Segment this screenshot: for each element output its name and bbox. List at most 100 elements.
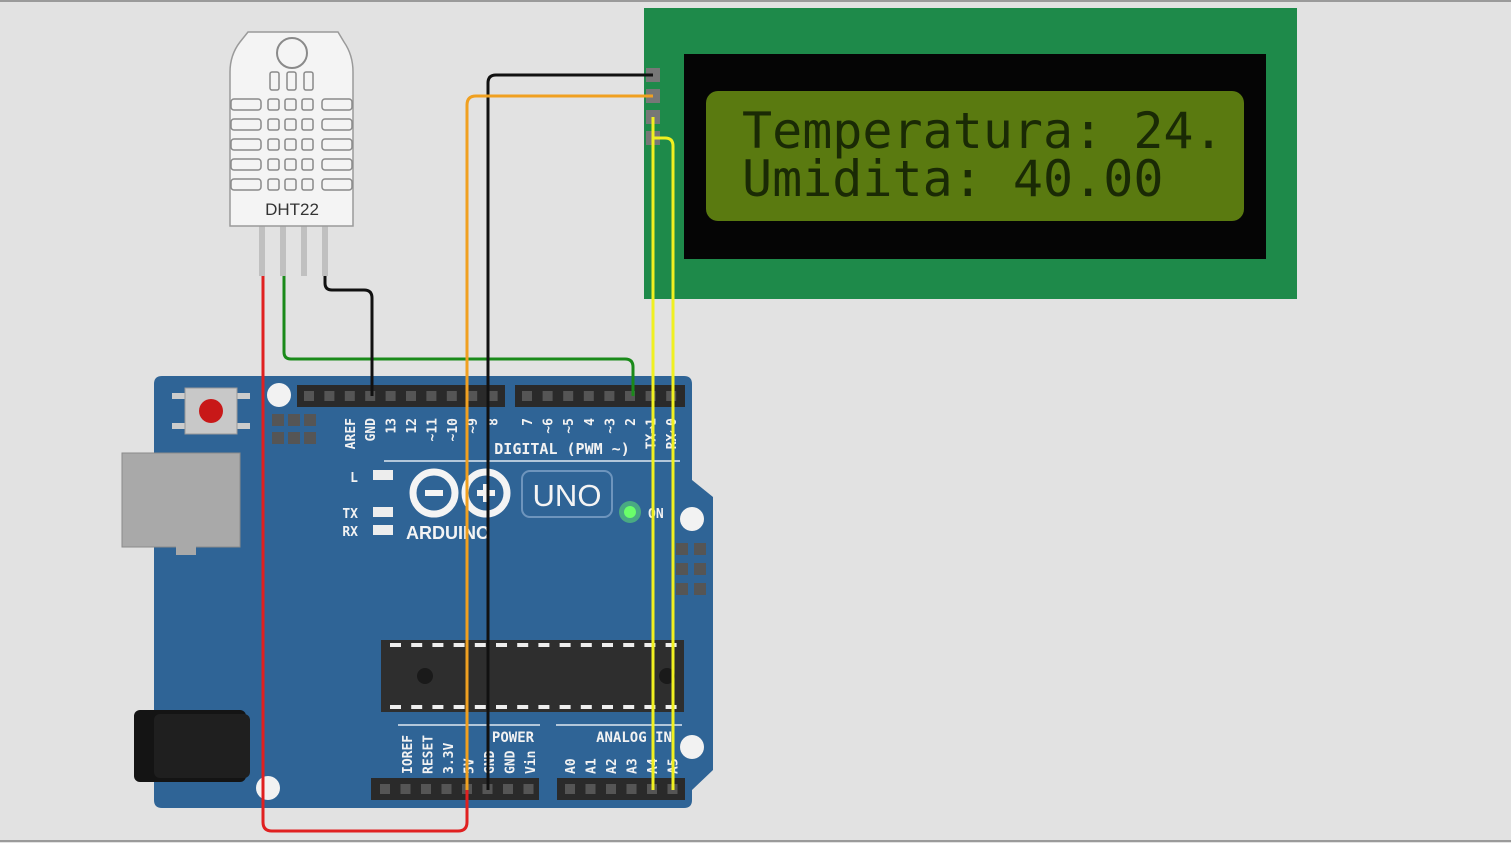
digital-header-right <box>515 385 685 407</box>
power-pin-hole[interactable] <box>400 784 411 794</box>
digital-pin-hole[interactable] <box>467 391 478 401</box>
analog-header[interactable] <box>557 778 685 800</box>
digital-pin-hole[interactable] <box>446 391 457 401</box>
digital-pin-label: 13 <box>385 418 400 434</box>
wire-dht-gnd-to-gnd[interactable] <box>323 276 374 396</box>
icsp-pin <box>694 583 706 595</box>
wire-lcd-vcc-to-5v[interactable] <box>465 94 653 790</box>
digital-pin-hole[interactable] <box>542 391 553 401</box>
dc-power-jack[interactable] <box>134 710 250 782</box>
digital-pin-label: ~5 <box>562 418 577 434</box>
grille-slot <box>230 118 262 131</box>
digital-header[interactable] <box>297 385 685 407</box>
mounting-hole <box>680 735 704 759</box>
chip-leg <box>411 643 423 647</box>
dht22-mount-hole <box>276 37 308 69</box>
grille-slot <box>230 98 262 111</box>
wire-dht-data-to-pin2[interactable] <box>282 276 635 396</box>
power-pin-label: GND <box>483 750 498 774</box>
digital-pin-hole[interactable] <box>304 391 314 401</box>
dht22-pin-vcc[interactable] <box>259 226 265 276</box>
digital-pin-hole[interactable] <box>645 391 656 401</box>
chip-leg <box>474 643 486 647</box>
power-pin-hole[interactable] <box>523 784 534 794</box>
reset-button[interactable] <box>172 387 250 435</box>
minus-icon <box>425 490 443 496</box>
arduino-brand-label: ARDUINO <box>406 523 490 543</box>
wire-lcd-gnd-to-gnd[interactable] <box>486 73 653 790</box>
power-pin-hole[interactable] <box>441 784 452 794</box>
led-l <box>373 470 393 480</box>
digital-pin-hole[interactable] <box>583 391 594 401</box>
analog-pin-hole[interactable] <box>585 784 596 794</box>
grille-slot <box>321 158 353 171</box>
grille-hole <box>301 138 314 151</box>
grille-hole <box>267 178 280 191</box>
chip-leg <box>538 643 550 647</box>
grille-hole <box>284 138 297 151</box>
reset-button-cap <box>199 399 223 423</box>
digital-pin-label: 4 <box>583 418 598 426</box>
usb-connector[interactable] <box>121 452 241 548</box>
digital-pin-hole[interactable] <box>406 391 416 401</box>
power-section-label: POWER <box>492 730 535 746</box>
arduino-logo <box>409 468 511 518</box>
grille-slot <box>321 118 353 131</box>
chip-leg <box>390 705 401 709</box>
digital-pin-hole[interactable] <box>385 391 396 401</box>
digital-pin-hole[interactable] <box>426 391 437 401</box>
icsp-pin <box>676 583 688 595</box>
mounting-hole <box>267 383 291 407</box>
lcd-line-2: Umidita: 40.00 <box>742 150 1163 208</box>
power-pin-hole[interactable] <box>380 784 390 794</box>
digital-pin-hole[interactable] <box>604 391 615 401</box>
lcd-module[interactable]: Temperatura: 24. Umidita: 40.00 <box>644 8 1297 299</box>
chip-leg <box>517 705 529 709</box>
wire-dht-vcc-to-5v[interactable] <box>261 276 469 833</box>
atmega-chip <box>381 640 684 712</box>
power-header[interactable] <box>371 778 539 800</box>
dc-jack-face <box>154 714 250 778</box>
lcd-line-1: Temperatura: 24. <box>742 102 1224 160</box>
grille-slot-top <box>286 71 297 91</box>
dht22-pin-nc[interactable] <box>301 226 307 276</box>
chip-leg <box>580 643 592 647</box>
grille-hole <box>284 158 297 171</box>
digital-pin-label: 8 <box>487 418 502 426</box>
analog-pin-hole[interactable] <box>606 784 616 794</box>
digital-pin-hole[interactable] <box>365 391 376 401</box>
dht22-sensor[interactable]: DHT22 <box>229 31 354 276</box>
digital-pin-hole[interactable] <box>324 391 335 401</box>
power-pin-hole[interactable] <box>421 784 431 794</box>
power-pin-hole[interactable] <box>503 784 513 794</box>
on-led-label: ON <box>648 507 664 522</box>
icsp-header[interactable] <box>272 414 316 444</box>
grille-hole <box>284 178 297 191</box>
digital-pin-hole[interactable] <box>522 391 532 401</box>
analog-pin-hole[interactable] <box>565 784 575 794</box>
digital-pin-hole[interactable] <box>625 391 635 401</box>
digital-pin-label: 12 <box>405 418 420 434</box>
digital-pin-hole[interactable] <box>487 391 498 401</box>
icsp-header-2[interactable] <box>676 543 706 595</box>
chip-notch <box>417 668 433 684</box>
wire-lcd-scl-to-a5[interactable] <box>653 136 675 790</box>
chip-leg <box>496 705 507 709</box>
uno-badge <box>521 470 613 518</box>
analog-pin-hole[interactable] <box>626 784 637 794</box>
mounting-hole <box>680 507 704 531</box>
digital-pin-hole[interactable] <box>666 391 677 401</box>
dht22-pin-gnd[interactable] <box>322 226 328 276</box>
digital-pin-hole[interactable] <box>344 391 355 401</box>
chip-leg <box>665 705 677 709</box>
led-rx-label: RX <box>342 525 358 540</box>
reset-button-lead <box>236 393 250 399</box>
dht22-grille <box>230 71 353 191</box>
dht22-pin-data[interactable] <box>280 226 286 276</box>
chip-leg <box>623 705 635 709</box>
digital-pin-label: ~6 <box>542 418 557 434</box>
digital-pin-hole[interactable] <box>563 391 574 401</box>
digital-header-left <box>297 385 505 407</box>
